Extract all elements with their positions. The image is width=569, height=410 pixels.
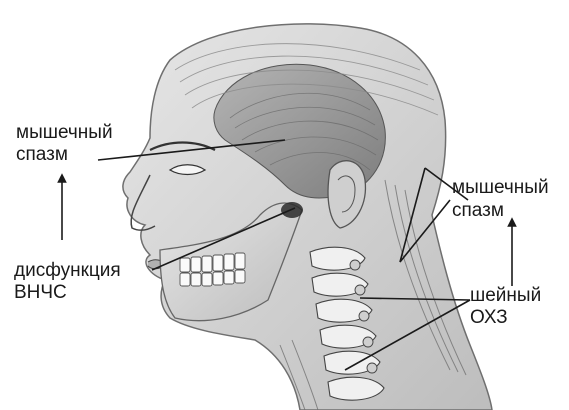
label-left-muscle-line1: мышечный <box>16 122 113 143</box>
label-right-muscle-line2: спазм <box>452 200 504 221</box>
label-right-muscle-line1: мышечный <box>452 177 549 198</box>
label-left-muscle-line2: спазм <box>16 144 68 165</box>
label-tmj-line1: дисфункция <box>14 260 121 281</box>
label-tmj-line2: ВНЧС <box>14 282 67 303</box>
label-cervical-line2: ОХЗ <box>470 307 508 328</box>
label-cervical-line1: шейный <box>470 285 541 306</box>
